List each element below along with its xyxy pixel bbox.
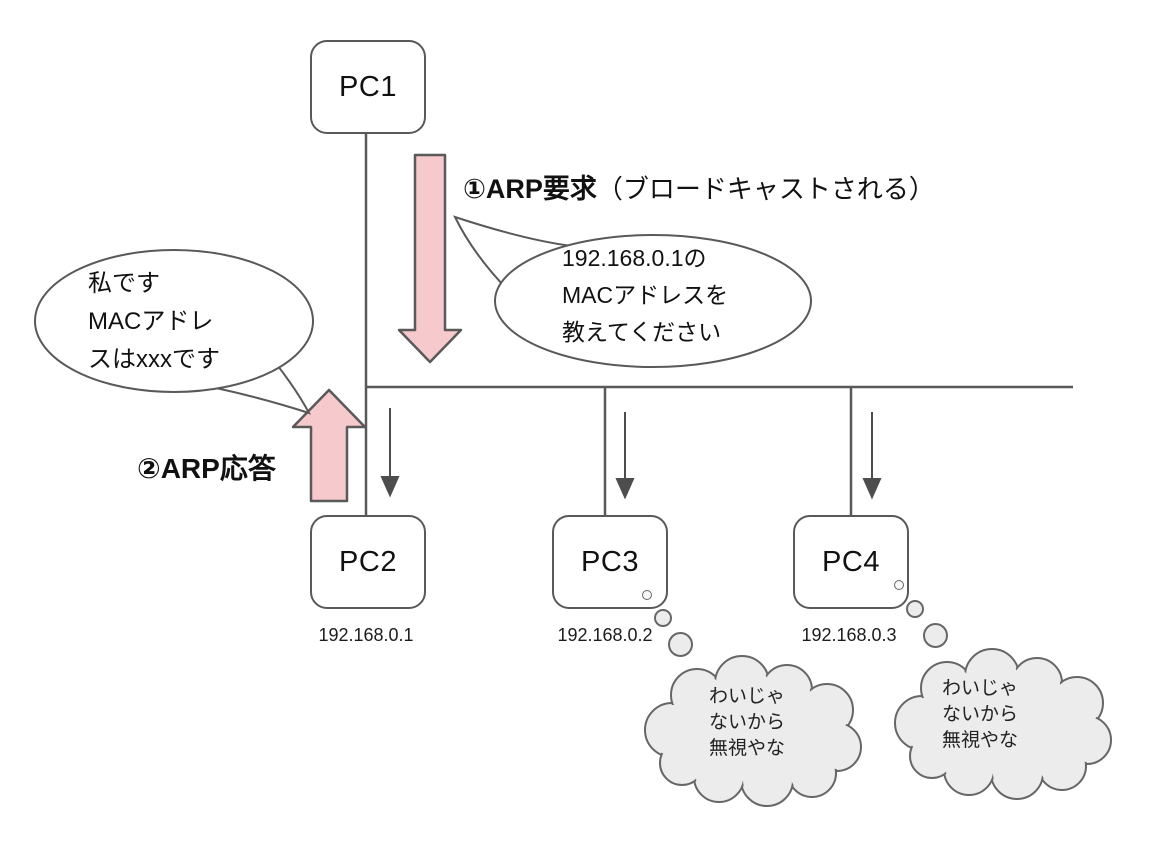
arp-request-arrow [397, 153, 463, 364]
thought-dot-large-pc3 [668, 632, 693, 657]
thought-dot-large-pc4 [923, 623, 948, 648]
broadcast-arrow-pc3 [615, 412, 635, 500]
request-bubble-text: 192.168.0.1の MACアドレスを 教えてください [562, 245, 729, 345]
node-pc1: PC1 [310, 40, 426, 134]
node-pc4: PC4 [793, 515, 909, 609]
broadcast-arrow-pc2 [380, 408, 400, 498]
arp-reply-label: ②ARP応答 [137, 453, 276, 484]
thought-dot-small-pc3 [642, 590, 652, 600]
node-pc2-label: PC2 [339, 545, 397, 578]
thought-dot-small-pc4 [894, 580, 904, 590]
node-pc3: PC3 [552, 515, 668, 609]
ip-label-pc2: 192.168.0.1 [318, 625, 414, 645]
arp-request-label-bold: ①ARP要求 [463, 174, 597, 204]
node-pc2: PC2 [310, 515, 426, 609]
broadcast-arrow-pc4 [862, 412, 882, 500]
reply-bubble-text: 私です MACアドレ スはxxxです [88, 270, 220, 373]
arp-reply-arrow [291, 388, 367, 503]
ip-label-pc4: 192.168.0.3 [801, 625, 897, 645]
thought-text-pc4: わいじゃ ないから 無視やな [941, 678, 1018, 751]
node-pc1-label: PC1 [339, 70, 397, 103]
node-pc3-label: PC3 [581, 545, 639, 578]
thought-dot-medium-pc3 [654, 609, 672, 627]
speech-bubble-reply [34, 249, 314, 415]
ip-label-pc3: 192.168.0.2 [557, 625, 653, 645]
arp-request-label-rest: （ブロードキャストされる） [596, 174, 935, 204]
speech-bubble-request [453, 215, 812, 368]
thought-dot-medium-pc4 [906, 600, 924, 618]
arp-request-label: ①ARP要求（ブロードキャストされる） [463, 167, 935, 206]
node-pc4-label: PC4 [822, 545, 880, 578]
thought-text-pc3: わいじゃ ないから 無視やな [708, 686, 785, 759]
